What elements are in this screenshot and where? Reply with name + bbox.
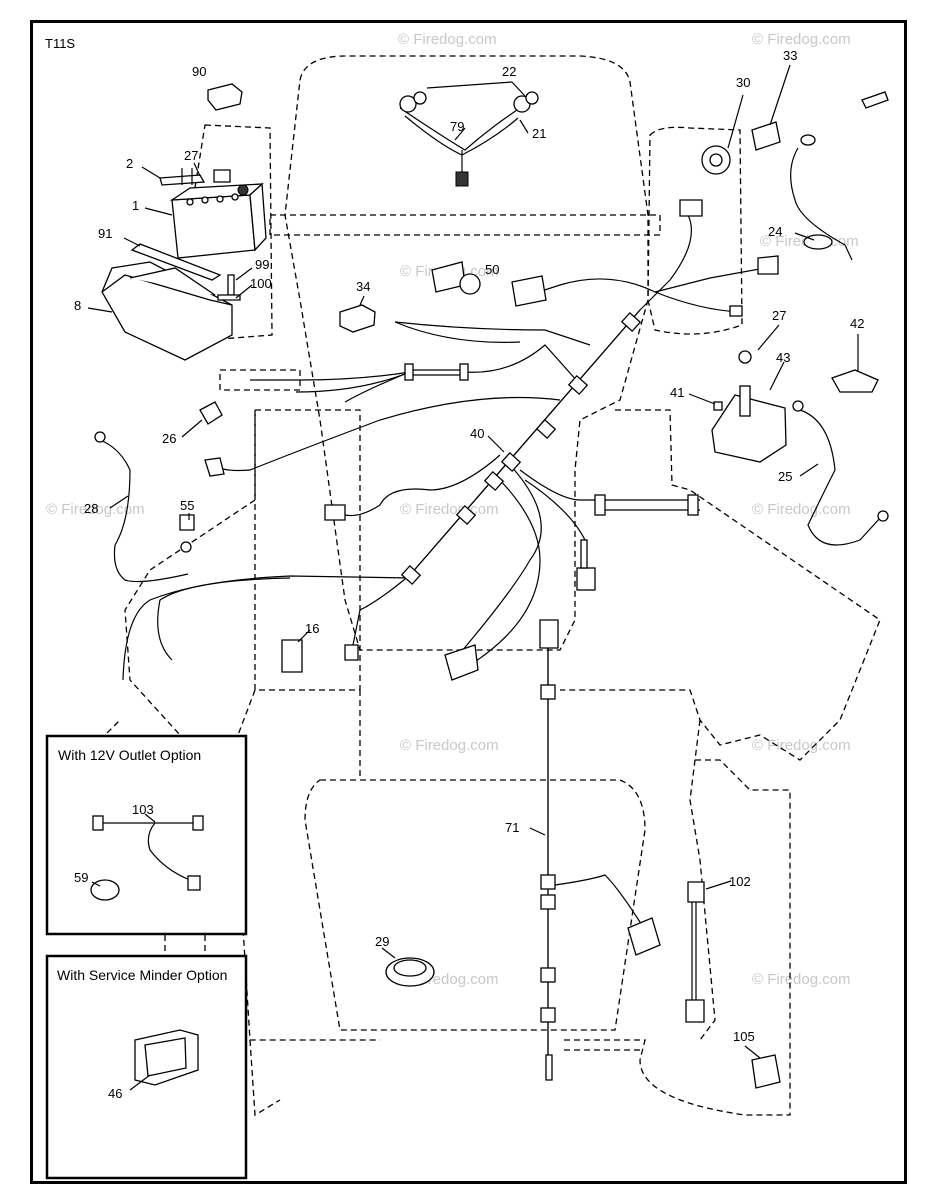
part-label-46: 46 [108, 1086, 122, 1101]
watermark: © Firedog.com [752, 501, 851, 518]
watermark: © Firedog.com [752, 31, 851, 48]
wiring-harness [122, 214, 766, 1060]
part-label-27b: 27 [772, 308, 786, 323]
part-label-8: 8 [74, 298, 81, 313]
part-labels: T11S 90 22 79 21 30 33 2 27 1 91 99 100 … [45, 36, 864, 1044]
part-label-50: 50 [485, 262, 499, 277]
part-label-105: 105 [733, 1029, 755, 1044]
option-box-service-minder: With Service Minder Option 46 [45, 954, 248, 1180]
part-label-91: 91 [98, 226, 112, 241]
part-label-79: 79 [450, 119, 464, 134]
part-label-33: 33 [783, 48, 797, 63]
part-label-2: 2 [126, 156, 133, 171]
part-label-1: 1 [132, 198, 139, 213]
part-label-41: 41 [670, 385, 684, 400]
part-label-42: 42 [850, 316, 864, 331]
part-label-24: 24 [768, 224, 782, 239]
part-label-59: 59 [74, 870, 88, 885]
part-label-103: 103 [132, 802, 154, 817]
part-label-30: 30 [736, 75, 750, 90]
headlight-assembly [399, 91, 539, 187]
part-label-21: 21 [532, 126, 546, 141]
leader-lines [87, 64, 859, 1091]
part-label-34: 34 [356, 279, 370, 294]
part-label-40: 40 [470, 426, 484, 441]
watermark: © Firedog.com [752, 971, 851, 988]
part-label-43: 43 [776, 350, 790, 365]
watermark: © Firedog.com [400, 501, 499, 518]
option-title-12v: With 12V Outlet Option [58, 747, 201, 763]
option-box-12v-outlet: With 12V Outlet Option 103 59 [45, 734, 248, 936]
battery-assembly [101, 83, 267, 361]
option-title-service-minder: With Service Minder Option [57, 967, 227, 983]
part-label-99: 99 [255, 257, 269, 272]
diagram-frame [30, 20, 907, 1184]
watermark: © Firedog.com [398, 31, 497, 48]
part-label-71: 71 [505, 820, 519, 835]
part-label-90: 90 [192, 64, 206, 79]
watermark: © Firedog.com [400, 737, 499, 754]
ignition-parts [576, 91, 889, 591]
part-label-26: 26 [162, 431, 176, 446]
part-label-27a: 27 [184, 148, 198, 163]
part-label-25: 25 [778, 469, 792, 484]
watermark: © Firedog.com [46, 501, 145, 518]
part-label-29: 29 [375, 934, 389, 949]
diagram-code: T11S [45, 36, 75, 51]
watermark: © Firedog.com [752, 737, 851, 754]
part-label-28: 28 [84, 501, 98, 516]
part-label-102: 102 [729, 874, 751, 889]
part-label-100: 100 [250, 276, 272, 291]
part-label-16: 16 [305, 621, 319, 636]
harness-clamps [400, 311, 699, 1023]
part-label-22: 22 [502, 64, 516, 79]
left-parts [94, 261, 781, 1089]
part-label-55: 55 [180, 498, 194, 513]
